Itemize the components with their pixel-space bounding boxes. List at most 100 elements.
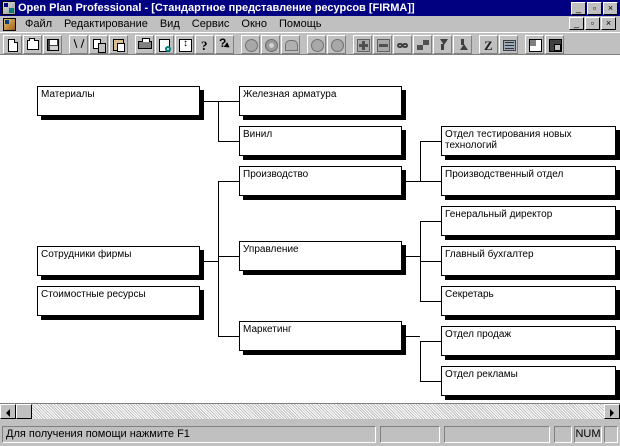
diagram-node-proizv-otdel[interactable]: Производственный отдел xyxy=(441,166,616,196)
menu-item-help[interactable]: Помощь xyxy=(278,17,322,30)
toolbar-move-down-button[interactable] xyxy=(433,34,452,54)
menu-item-window[interactable]: Окно xyxy=(241,17,267,30)
tree-connector xyxy=(218,141,239,142)
close-button[interactable]: × xyxy=(603,1,618,15)
toolbar-cut-scissors-button[interactable] xyxy=(69,34,88,54)
tree-connector xyxy=(420,141,421,181)
diagram-node-upravlenie[interactable]: Управление xyxy=(239,241,402,271)
child-close-button[interactable]: × xyxy=(601,17,616,30)
toolbar-grid-table-button[interactable] xyxy=(499,34,518,54)
scroll-left-button[interactable] xyxy=(0,404,16,419)
toolbar-new-file-button[interactable] xyxy=(3,34,22,54)
diagram-node-label: Главный бухгалтер xyxy=(445,249,534,260)
child-minimize-button[interactable]: _ xyxy=(569,17,584,30)
status-bar: Для получения помощи нажмите F1 NUM xyxy=(0,424,620,446)
toolbar-move-up-button[interactable] xyxy=(453,34,472,54)
restore-button[interactable]: ▫ xyxy=(587,1,602,15)
toolbar-save-disk-button[interactable] xyxy=(43,34,62,54)
toolbar-copy-button[interactable] xyxy=(89,34,108,54)
status-pane-2 xyxy=(444,426,550,443)
toolbar-resource-gray-button[interactable] xyxy=(307,34,326,54)
toolbar-steps-button[interactable] xyxy=(413,34,432,54)
toolbar-zigzag-button[interactable]: Z xyxy=(479,34,498,54)
diagram-node-materialy[interactable]: Материалы xyxy=(37,86,200,116)
diagram-node-label: Отдел рекламы xyxy=(445,369,518,380)
move-up-icon-stem xyxy=(461,38,464,45)
menu-item-service[interactable]: Сервис xyxy=(191,17,230,30)
toolbar-tile-window-button[interactable] xyxy=(525,34,544,54)
diagram-node-zh-armatura[interactable]: Железная арматура xyxy=(239,86,402,116)
scrollbar-thumb[interactable] xyxy=(16,404,32,419)
tree-connector xyxy=(218,256,239,257)
toolbar-context-help-button[interactable] xyxy=(215,34,234,54)
diagram-node-label: Секретарь xyxy=(445,289,494,300)
diagram-node-label: Генеральный директор xyxy=(445,209,553,220)
toolbar-resource-gray2-button[interactable] xyxy=(327,34,346,54)
diagram-node-sekretar[interactable]: Секретарь xyxy=(441,286,616,316)
diagram-node-gen-director[interactable]: Генеральный директор xyxy=(441,206,616,236)
diagram-node-label: Материалы xyxy=(41,89,95,100)
child-restore-button[interactable]: ▫ xyxy=(585,17,600,30)
diagram-node-stoim-resursy[interactable]: Стоимостные ресурсы xyxy=(37,286,200,316)
menu-bar: Файл Редактирование Вид Сервис Окно Помо… xyxy=(0,16,620,32)
diagram-node-label: Стоимостные ресурсы xyxy=(41,289,146,300)
diagram-node-otdel-reklamy[interactable]: Отдел рекламы xyxy=(441,366,616,396)
chevron-right-icon xyxy=(610,409,614,417)
copy-icon xyxy=(93,38,106,53)
tree-connector xyxy=(616,341,620,342)
restore-icon: ▫ xyxy=(592,2,597,13)
toolbar-resource-pool-button[interactable] xyxy=(261,34,280,54)
toolbar-remove-minus-button[interactable] xyxy=(373,34,392,54)
move-up-icon xyxy=(460,43,468,50)
diagram-node-sotrudniki[interactable]: Сотрудники фирмы xyxy=(37,246,200,276)
scroll-right-button[interactable] xyxy=(604,404,620,419)
help-question-icon: ? xyxy=(201,37,208,53)
diagram-node-marketing[interactable]: Маркетинг xyxy=(239,321,402,351)
menu-item-edit[interactable]: Редактирование xyxy=(64,17,148,30)
open-folder-icon xyxy=(27,37,39,50)
diagram-node-otdel-test[interactable]: Отдел тестирования новых технологий xyxy=(441,126,616,156)
remove-minus-icon xyxy=(377,38,390,52)
diagram-node-label: Сотрудники фирмы xyxy=(41,249,132,260)
toolbar-open-folder-button[interactable] xyxy=(23,34,42,54)
toolbar-print-preview-button[interactable] xyxy=(155,34,174,54)
diagram-node-label: Винил xyxy=(243,129,273,140)
tree-connector xyxy=(218,181,219,336)
tree-connector xyxy=(420,381,441,382)
toolbar-cascade-window-button[interactable] xyxy=(545,34,564,54)
resource-gray-icon xyxy=(311,38,324,52)
scrollbar-track[interactable] xyxy=(16,404,604,419)
toolbar-link-button[interactable] xyxy=(393,34,412,54)
link-icon xyxy=(397,40,410,51)
minimize-button[interactable]: _ xyxy=(571,1,586,15)
diagram-node-proizvodstvo[interactable]: Производство xyxy=(239,166,402,196)
toolbar-help-question-button[interactable]: ? xyxy=(195,34,214,54)
new-file-icon xyxy=(8,38,18,52)
tree-connector xyxy=(616,141,620,142)
move-down-icon-stem xyxy=(441,43,444,50)
toolbar-sort-updown-button[interactable] xyxy=(175,34,194,54)
toolbar-print-button[interactable] xyxy=(135,34,154,54)
document-icon[interactable] xyxy=(3,17,16,31)
toolbar-resource-circle-button[interactable] xyxy=(241,34,260,54)
diagram-node-otdel-prodazh[interactable]: Отдел продаж xyxy=(441,326,616,356)
zigzag-icon: Z xyxy=(484,37,493,53)
tree-connector xyxy=(218,101,239,102)
cut-scissors-icon xyxy=(75,39,83,51)
horizontal-scrollbar[interactable] xyxy=(0,403,620,419)
toolbar-add-plus-button[interactable] xyxy=(353,34,372,54)
tree-connector xyxy=(420,261,441,262)
menu-item-view[interactable]: Вид xyxy=(159,17,180,30)
toolbar-resource-dome-button[interactable] xyxy=(281,34,300,54)
app-icon xyxy=(2,1,16,15)
diagram-node-vinil[interactable]: Винил xyxy=(239,126,402,156)
diagram-node-label: Производственный отдел xyxy=(445,169,564,180)
toolbar-paste-button[interactable] xyxy=(109,34,128,54)
resource-circle-icon xyxy=(245,38,258,52)
move-down-icon xyxy=(440,38,448,45)
diagram-node-gl-buhgalter[interactable]: Главный бухгалтер xyxy=(441,246,616,276)
grid-table-icon xyxy=(503,39,516,51)
menu-item-file[interactable]: Файл xyxy=(25,17,53,30)
